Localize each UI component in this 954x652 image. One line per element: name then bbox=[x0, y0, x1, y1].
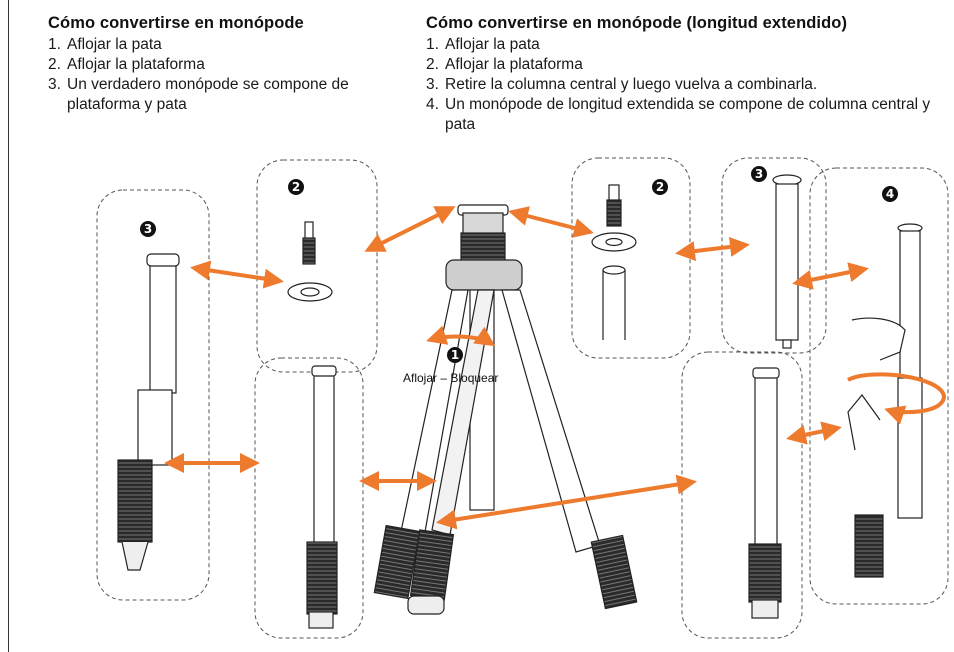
arrow-platform-to-column bbox=[675, 236, 750, 262]
leg-right bbox=[748, 367, 782, 619]
platform-right bbox=[591, 184, 637, 340]
svg-text:2: 2 bbox=[292, 180, 300, 194]
step-item: 4.Un monópode de longitud extendida se c… bbox=[426, 96, 931, 133]
marker-2-right-icon: 2 bbox=[652, 179, 668, 195]
arrow-tripod-to-platform-right bbox=[508, 206, 594, 238]
step-item: 3.Retire la columna central y luego vuel… bbox=[426, 76, 818, 93]
rotation-arrow bbox=[426, 325, 496, 347]
leg-center bbox=[306, 365, 338, 629]
steps-list: 1.Aflojar la pata 2.Aflojar la plataform… bbox=[48, 35, 378, 115]
arrow-platform-to-tripod bbox=[364, 206, 456, 252]
arrow-leg-to-platform bbox=[190, 260, 284, 289]
center-column bbox=[772, 174, 802, 349]
svg-text:1: 1 bbox=[451, 348, 459, 362]
step-item: 1.Aflojar la pata bbox=[426, 36, 540, 53]
instructions-monopod-extended: Cómo convertirse en monópode (longitud e… bbox=[426, 14, 946, 135]
lock-label: Aflojar – Bloquear bbox=[403, 371, 498, 385]
dashed-box-column bbox=[721, 157, 827, 354]
dashed-box-leg-right bbox=[681, 351, 803, 639]
platform-left bbox=[287, 221, 333, 302]
step-item: 2.Aflojar la plataforma bbox=[48, 56, 205, 73]
monopod-leg-left bbox=[117, 253, 180, 571]
svg-text:2: 2 bbox=[656, 180, 664, 194]
svg-text:4: 4 bbox=[886, 187, 894, 201]
instructions-monopod: Cómo convertirse en monópode 1.Aflojar l… bbox=[48, 14, 378, 115]
dashed-box-platform-right bbox=[571, 157, 691, 359]
svg-text:3: 3 bbox=[755, 167, 763, 181]
dashed-box-leg-left bbox=[96, 189, 210, 601]
rotation-arrow-extended bbox=[847, 372, 947, 425]
section-title: Cómo convertirse en monópode bbox=[48, 14, 304, 32]
page-margin-rule bbox=[8, 0, 9, 652]
marker-1-icon: 1 bbox=[447, 347, 463, 363]
arrow-leg-to-extended bbox=[786, 421, 842, 445]
extended-monopod bbox=[847, 223, 923, 578]
step-item: 1.Aflojar la pata bbox=[48, 36, 162, 53]
step-item: 2.Aflojar la plataforma bbox=[426, 56, 583, 73]
dashed-box-leg-center bbox=[254, 357, 364, 639]
steps-list: 1.Aflojar la pata 2.Aflojar la plataform… bbox=[426, 35, 946, 135]
dashed-box-extended bbox=[809, 167, 949, 605]
step-item: 3.Un verdadero monópode se compone de pl… bbox=[48, 76, 349, 113]
svg-text:3: 3 bbox=[144, 222, 152, 236]
marker-3-left-icon: 3 bbox=[140, 221, 156, 237]
marker-3-right-icon: 3 bbox=[751, 166, 767, 182]
tripod-body bbox=[373, 204, 638, 615]
marker-4-icon: 4 bbox=[882, 186, 898, 202]
arrow-tripod-to-leg-right bbox=[436, 474, 697, 530]
section-title: Cómo convertirse en monópode (longitud e… bbox=[426, 14, 848, 32]
dashed-box-platform-left bbox=[256, 159, 378, 373]
arrow-column-to-extended bbox=[792, 262, 869, 290]
marker-2-left-icon: 2 bbox=[288, 179, 304, 195]
